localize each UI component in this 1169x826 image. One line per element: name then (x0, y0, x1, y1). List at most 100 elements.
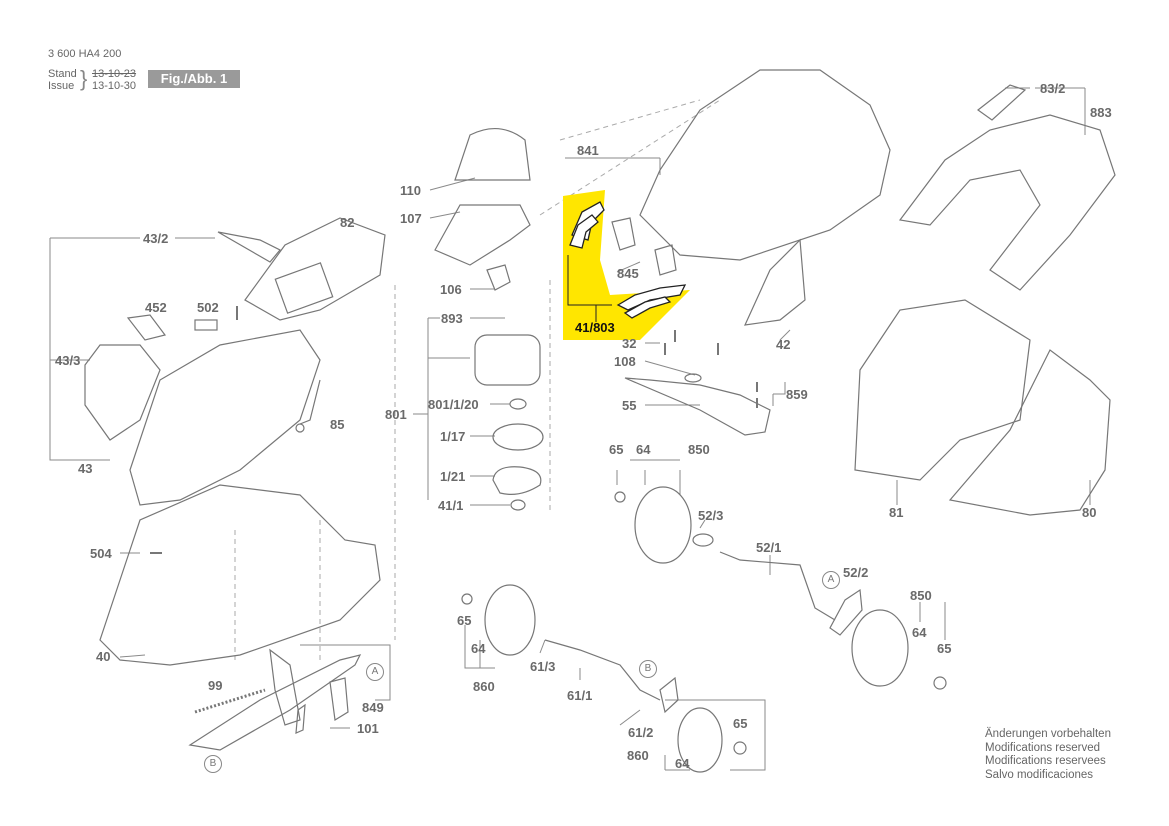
label-64-b: 64 (912, 625, 927, 640)
label-504: 504 (90, 546, 112, 561)
label-860-b: 860 (627, 748, 649, 763)
label-883: 883 (1090, 105, 1112, 120)
label-85: 85 (330, 417, 345, 432)
part-849-clip (329, 677, 349, 721)
wheel-850-left-top (634, 486, 692, 564)
figure-tag: Fig./Abb. 1 (148, 70, 240, 88)
label-83-2: 83/2 (1040, 81, 1066, 96)
label-801: 801 (385, 407, 407, 422)
label-52-2: 52/2 (843, 565, 869, 580)
part-85-spring-coil (295, 423, 305, 433)
label-110: 110 (400, 183, 421, 198)
part-55-blade (624, 377, 771, 436)
label-41-803: 41/803 (575, 320, 615, 335)
part-85-spring (299, 379, 321, 425)
washer-108 (684, 373, 702, 383)
part-81-basket (854, 299, 1031, 481)
leader-lines (49, 87, 1091, 771)
note-fr: Modifications reservees (985, 755, 1106, 767)
wheel-860-top (484, 584, 536, 656)
part-452-plate (194, 319, 218, 331)
part-1-17-pulley (492, 423, 544, 451)
label-65-b: 65 (937, 641, 952, 656)
label-801-1-20: 801/1/20 (428, 397, 479, 412)
marker-b-left: B (204, 755, 222, 773)
part-52-1-axle (719, 551, 836, 621)
label-61-3: 61/3 (530, 659, 556, 674)
marker-a-right: A (822, 571, 840, 589)
part-83-2-grip (976, 84, 1027, 121)
label-107: 107 (400, 211, 422, 226)
note-es: Salvo modificaciones (985, 768, 1094, 781)
part-41-1 (510, 499, 526, 511)
label-80: 80 (1082, 505, 1097, 520)
label-1-21: 1/21 (440, 469, 466, 484)
part-845-clip-b (654, 244, 677, 276)
part-849-lever (188, 654, 362, 751)
part-801-1-20 (509, 398, 527, 410)
label-860-a: 860 (473, 679, 495, 694)
part-80-basket-shell (948, 349, 1111, 516)
issue-label: Issue (48, 80, 75, 92)
label-42: 42 (776, 337, 791, 352)
label-850-b: 850 (910, 588, 932, 603)
assembly-guides (234, 99, 721, 660)
part-841-deck (639, 69, 891, 261)
label-101: 101 (357, 721, 379, 736)
part-52-2-bracket (829, 588, 863, 636)
part-452-badge (126, 314, 167, 341)
part-82-lid (244, 217, 386, 321)
label-64-a: 64 (636, 442, 651, 457)
part-41-803-blade-b (569, 214, 599, 249)
part-849-arm (269, 648, 301, 726)
label-1-17: 1/17 (440, 429, 466, 444)
part-883-handle-frame (898, 114, 1116, 291)
part-1-21-belt (492, 466, 542, 495)
marker-b-right: B (639, 660, 657, 678)
label-40: 40 (96, 649, 111, 664)
part-110-cover (454, 128, 531, 181)
brace-glyph: } (80, 66, 88, 91)
label-849: 849 (362, 700, 384, 715)
part-893-motor (474, 334, 541, 386)
part-41-803-blade-d (623, 296, 672, 319)
label-99: 99 (208, 678, 223, 693)
label-106: 106 (440, 282, 462, 297)
label-43-3: 43/3 (55, 353, 81, 368)
label-893: 893 (441, 311, 463, 326)
label-65-a: 65 (609, 442, 624, 457)
part-61-1-rod (544, 639, 661, 701)
label-61-2: 61/2 (628, 725, 654, 740)
label-841: 841 (577, 143, 599, 158)
label-41-1: 41/1 (438, 498, 464, 513)
part-106-switch (486, 264, 511, 291)
part-outlines (84, 69, 1116, 773)
label-452: 452 (145, 300, 167, 315)
label-859: 859 (786, 387, 808, 402)
label-81: 81 (889, 505, 904, 520)
label-65-d: 65 (733, 716, 748, 731)
washer-65-d (733, 741, 747, 755)
doc-number: 3 600 HA4 200 (48, 48, 122, 60)
part-845-clip-a (611, 217, 636, 251)
label-52-3: 52/3 (698, 508, 724, 523)
note-en: Modifications reserved (985, 741, 1101, 754)
wheel-860-bottom (677, 707, 723, 773)
washer-65-b (933, 676, 947, 690)
label-55: 55 (622, 398, 637, 413)
modification-notes: Änderungen vorbehalten Modifications res… (985, 728, 1111, 782)
part-41-803-blade-c (616, 284, 687, 311)
label-32: 32 (622, 336, 637, 351)
stand-label: Stand (48, 68, 77, 80)
part-61-2-bracket (659, 676, 679, 714)
part-99-spring (194, 688, 266, 714)
part-42-guard (744, 238, 806, 326)
label-61-1: 61/1 (567, 688, 593, 703)
label-43: 43 (78, 461, 93, 476)
label-502: 502 (197, 300, 219, 315)
part-43-2-handle (217, 231, 281, 263)
issue-date: 13-10-30 (92, 80, 137, 92)
label-82: 82 (340, 215, 355, 230)
part-40-chassis (99, 484, 381, 666)
